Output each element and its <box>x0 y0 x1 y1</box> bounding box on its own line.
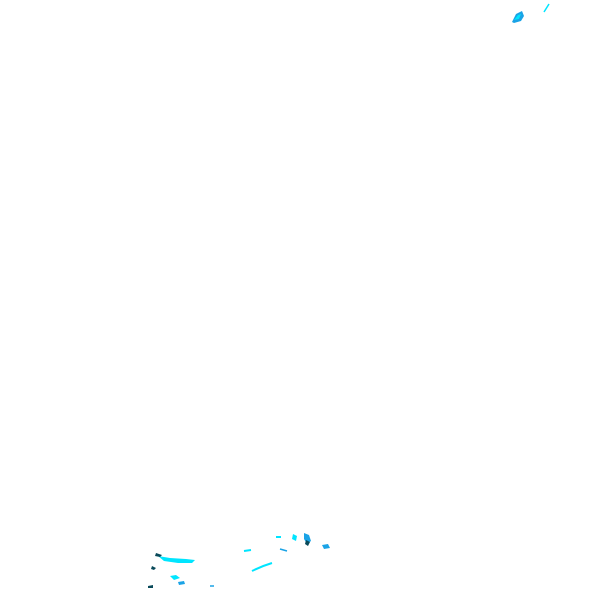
stroke-mid-dash-1 <box>243 549 252 552</box>
stroke-small-cyan-1 <box>170 575 180 580</box>
splash-highlight <box>514 14 521 20</box>
bottom-scattered-fragments <box>148 533 330 588</box>
stroke-hook <box>292 534 297 541</box>
stroke-dark-edge <box>155 553 162 557</box>
stroke-dark-bottom <box>148 585 153 588</box>
stroke-right-dark <box>305 540 310 546</box>
top-right-splash-fragment <box>512 3 550 23</box>
stroke-mid-dash-3 <box>279 548 288 552</box>
stroke-long-cyan <box>158 556 195 563</box>
stroke-far-right-blob <box>322 544 330 549</box>
stroke-dark-tail <box>151 566 156 570</box>
splash-streak <box>543 3 550 13</box>
stroke-curve-mid <box>251 562 273 572</box>
stroke-small-cyan-2 <box>178 581 185 585</box>
